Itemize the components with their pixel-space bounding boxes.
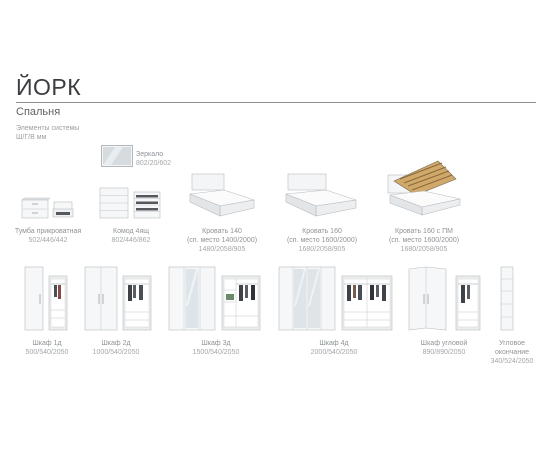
system-elements-label: Элементы системы xyxy=(16,125,80,132)
wardrobe-4-door-image xyxy=(278,266,393,331)
chest-of-drawers-caption: Комод 4ящ 802/446/862 xyxy=(111,228,151,244)
wardrobe-3-door-image xyxy=(168,266,261,331)
wardrobe-3-door-caption: Шкаф 3д 1500/540/2050 xyxy=(192,340,240,356)
mirror-image xyxy=(101,145,133,167)
wardrobe-1-door-image xyxy=(24,266,68,331)
bed-160-caption: Кровать 160 (сп. место 1600/2000) 1680/2… xyxy=(286,228,358,253)
wardrobe-2-door-caption: Шкаф 2д 1000/540/2050 xyxy=(92,340,140,356)
corner-end-unit-caption: Угловое окончание 340/524/2050 xyxy=(490,340,534,365)
bed-160-image xyxy=(285,173,357,217)
dimensions-legend: Ш/Г/В мм xyxy=(16,134,47,141)
corner-wardrobe-image xyxy=(408,266,481,331)
bed-160-lift-caption: Кровать 160 с ПМ (сп. место 1600/2000) 1… xyxy=(388,228,460,253)
nightstand-caption: Тумба прикроватная 502/446/442 xyxy=(14,228,82,244)
bed-160-lift-image xyxy=(387,160,461,216)
title-divider xyxy=(16,102,536,103)
wardrobe-2-door-image xyxy=(84,266,152,331)
bed-140-image xyxy=(189,173,255,217)
page-title: ЙОРК xyxy=(16,74,82,100)
mirror-caption: Зеркало 802/20/602 xyxy=(136,151,172,167)
page-subtitle: Спальня xyxy=(16,106,61,118)
nightstand-image xyxy=(21,197,74,219)
bed-140-caption: Кровать 140 (сп. место 1400/2000) 1480/2… xyxy=(186,228,258,253)
wardrobe-4-door-caption: Шкаф 4д 2000/540/2050 xyxy=(310,340,358,356)
corner-wardrobe-caption: Шкаф угловой 890/890/2050 xyxy=(420,340,468,356)
corner-end-unit-image xyxy=(500,266,514,331)
chest-of-drawers-image xyxy=(99,187,161,219)
wardrobe-1-door-caption: Шкаф 1д 500/540/2050 xyxy=(25,340,69,356)
